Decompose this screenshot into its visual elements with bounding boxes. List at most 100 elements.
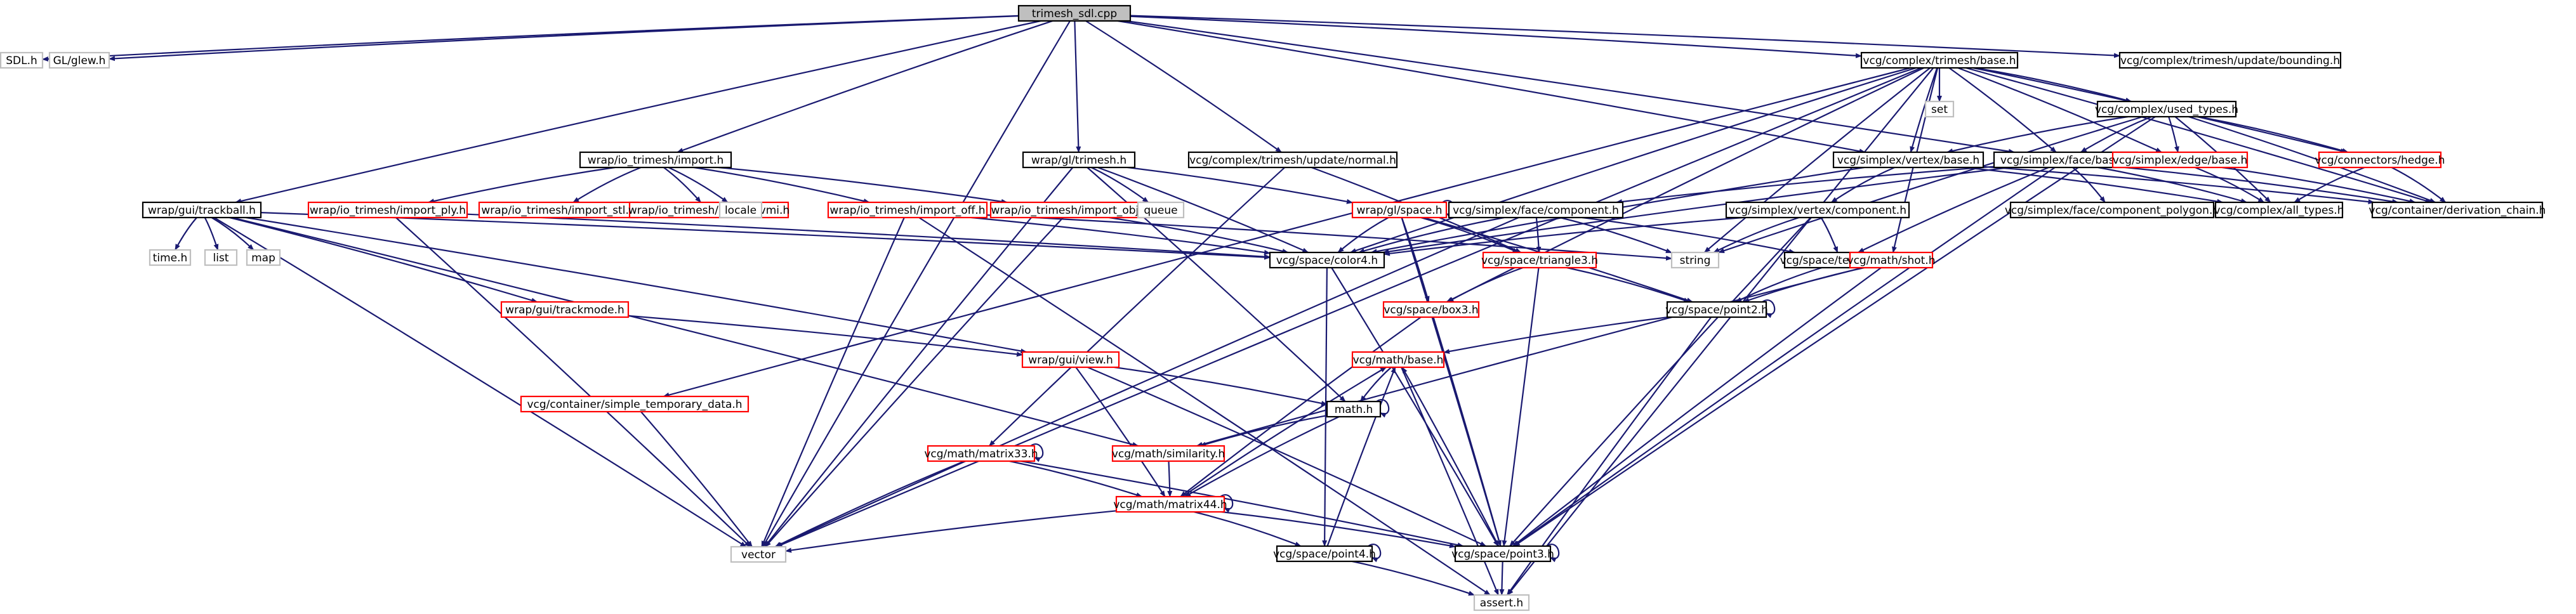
edge-matrix33-to-vector (774, 460, 965, 547)
edge-matrix44-to-matrix44 (1220, 494, 1234, 513)
node-map: map (246, 249, 281, 266)
edge-hedge-to-alltypes (2294, 166, 2365, 203)
edge-hedge-to-derivchain (2391, 167, 2447, 203)
edge-shot-to-similarity (1196, 266, 1863, 447)
edge-math-to-similarity (1199, 415, 1328, 447)
node-label: vcg/space/point2.h (1665, 304, 1768, 317)
edge-glspace-to-color4 (1337, 217, 1389, 253)
node-shot[interactable]: vcg/math/shot.h (1847, 251, 1936, 269)
node-label: vcg/space/point4.h (1273, 548, 1376, 561)
edge-gltrimesh-to-math (1087, 167, 1346, 402)
node-facecomp[interactable]: vcg/simplex/face/component.h (1448, 201, 1624, 219)
node-import_ply[interactable]: wrap/io_trimesh/import_ply.h (307, 201, 468, 219)
node-label: vcg/math/base.h (1353, 354, 1444, 367)
edge-trimesh_sdl-to-updbounding (1130, 15, 2120, 58)
edge-facebase-to-derivchain (2125, 166, 2399, 204)
node-similarity[interactable]: vcg/math/similarity.h (1112, 445, 1225, 462)
edge-point2-to-point2 (1762, 299, 1776, 318)
edge-import-to-import_vmi (663, 167, 702, 203)
edge-tribase-to-derivchain (1965, 67, 2432, 204)
node-vertcomp[interactable]: vcg/simplex/vertex/component.h (1725, 201, 1910, 219)
node-updbounding[interactable]: vcg/complex/trimesh/update/bounding.h (2118, 51, 2342, 69)
edge-trackball-to-color4 (260, 212, 1271, 260)
edge-view-to-math (1114, 366, 1328, 406)
node-label: vcg/simplex/vertex/component.h (1729, 204, 1906, 217)
node-label: locale (725, 204, 756, 217)
edge-trackball-to-view (246, 216, 1027, 354)
node-edgebase[interactable]: vcg/simplex/edge/base.h (2111, 151, 2249, 169)
node-color4[interactable]: vcg/space/color4.h (1269, 251, 1385, 269)
edge-point3-to-point3 (1546, 544, 1560, 563)
node-derivchain[interactable]: vcg/container/derivation_chain.h (2369, 201, 2546, 219)
node-box (48, 51, 110, 69)
node-simptemp[interactable]: vcg/container/simple_temporary_data.h (520, 395, 750, 413)
node-usedtypes[interactable]: vcg/complex/used_types.h (2095, 100, 2238, 118)
edge-trackball-to-map (211, 217, 254, 251)
node-mathbase[interactable]: vcg/math/base.h (1351, 351, 1445, 369)
edge-trimesh_sdl-to-import (677, 20, 1054, 154)
edge-vertbase-to-alltypes (1964, 166, 2224, 204)
node-label: vcg/container/derivation_chain.h (2369, 204, 2546, 217)
node-gltrimesh[interactable]: wrap/gl/trimesh.h (1022, 151, 1136, 169)
node-label: map (251, 252, 275, 265)
edge-view-to-matrix44 (1075, 367, 1166, 497)
node-matrix44[interactable]: vcg/math/matrix44.h (1113, 495, 1227, 513)
node-import_off[interactable]: wrap/io_trimesh/import_off.h (827, 201, 988, 219)
edge-trackball-to-timeh (175, 217, 197, 251)
node-facecomppoly[interactable]: vcg/simplex/face/component_polygon.h (2005, 201, 2219, 219)
node-import_obj[interactable]: wrap/io_trimesh/import_obj.h (989, 201, 1151, 219)
node-view[interactable]: wrap/gui/view.h (1021, 351, 1120, 369)
edge-import_off-to-vector (761, 217, 905, 547)
node-math[interactable]: math.h (1326, 400, 1382, 418)
node-label: vcg/complex/trimesh/update/normal.h (1189, 154, 1396, 167)
node-updnormal[interactable]: vcg/complex/trimesh/update/normal.h (1187, 151, 1398, 169)
node-box (1382, 301, 1480, 318)
edge-mathbase-to-math (1359, 367, 1392, 402)
edge-simptemp-to-vector (640, 411, 753, 547)
node-point4[interactable]: vcg/space/point4.h (1273, 545, 1376, 563)
node-label: set (1931, 103, 1948, 116)
node-point3[interactable]: vcg/space/point3.h (1451, 545, 1554, 563)
node-trackball[interactable]: wrap/gui/trackball.h (142, 201, 262, 219)
edge-facecomp-to-color4 (1358, 216, 1505, 254)
node-vertbase[interactable]: vcg/simplex/vertex/base.h (1832, 151, 1985, 169)
node-box (2318, 151, 2442, 169)
node-box (1115, 495, 1225, 513)
node-label: vcg/space/box3.h (1384, 304, 1478, 317)
node-label: vcg/simplex/face/component.h (1453, 204, 1619, 217)
node-box3[interactable]: vcg/space/box3.h (1382, 301, 1480, 318)
edge-usedtypes-to-edgebase (2168, 116, 2179, 153)
node-matrix33[interactable]: vcg/math/matrix33.h (924, 445, 1038, 462)
node-import_stl[interactable]: wrap/io_trimesh/import_stl.h (478, 201, 639, 219)
node-label: vcg/space/color4.h (1276, 254, 1378, 267)
node-label: wrap/io_trimesh/import_obj.h (991, 204, 1149, 217)
node-alltypes[interactable]: vcg/complex/all_types.h (2214, 201, 2344, 219)
edge-tribase-to-simptemp (663, 67, 1911, 398)
node-box (1187, 151, 1398, 169)
node-label: vector (741, 549, 776, 561)
node-tribase[interactable]: vcg/complex/trimesh/base.h (1860, 51, 2019, 69)
node-box (1473, 594, 1530, 611)
node-box (500, 301, 630, 318)
node-triangle3[interactable]: vcg/space/triangle3.h (1481, 251, 1598, 269)
node-box (2118, 51, 2342, 69)
node-hedge[interactable]: vcg/connectors/hedge.h (2315, 151, 2445, 169)
node-import_vmi[interactable]: wrap/io_trimesh/import_vmi.h (628, 201, 789, 219)
edge-trimesh_sdl-to-vector (762, 20, 1071, 547)
node-box (0, 51, 44, 69)
edge-import_obj-to-color4 (1109, 216, 1289, 254)
edge-usedtypes-to-vertbase (1946, 115, 2129, 154)
node-label: SDL.h (6, 55, 37, 67)
node-label: wrap/gui/trackmode.h (505, 304, 624, 317)
node-label: list (213, 252, 229, 265)
edge-usedtypes-to-hedge (2198, 115, 2349, 154)
node-label: vcg/space/point3.h (1451, 548, 1554, 561)
node-point2[interactable]: vcg/space/point2.h (1665, 301, 1768, 318)
node-import[interactable]: wrap/io_trimesh/import.h (579, 151, 732, 169)
node-glspace[interactable]: wrap/gl/space.h (1351, 201, 1448, 219)
edge-point4-to-mathbase (1326, 367, 1396, 547)
node-trackmode[interactable]: wrap/gui/trackmode.h (500, 301, 630, 318)
node-label: vcg/complex/used_types.h (2095, 103, 2238, 116)
node-trimesh_sdl[interactable]: trimesh_sdl.cpp (1017, 4, 1132, 22)
